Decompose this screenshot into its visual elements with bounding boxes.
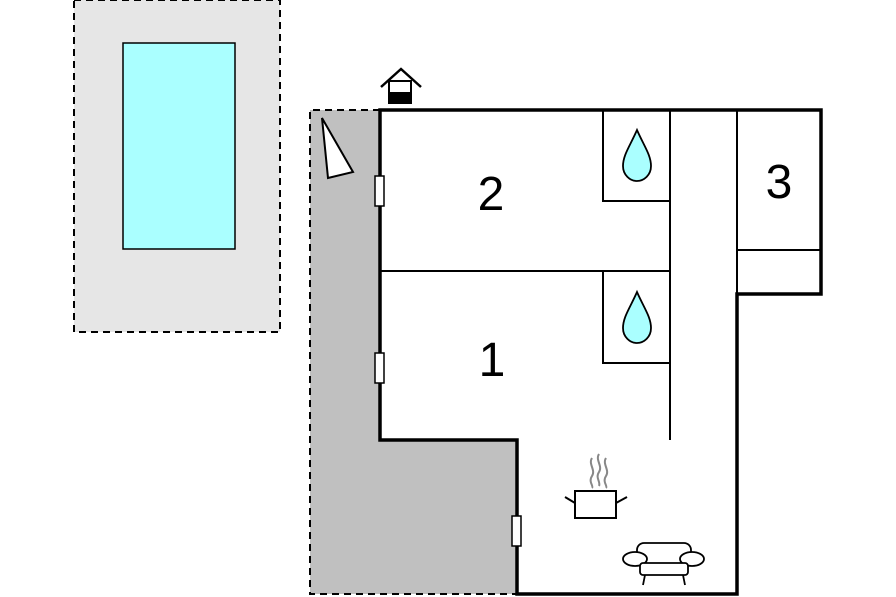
room-number-3: 3 bbox=[766, 156, 793, 209]
terrace-outline bbox=[309, 109, 517, 595]
window bbox=[511, 515, 522, 547]
window bbox=[374, 175, 385, 207]
water-drop-icon bbox=[622, 289, 652, 344]
water-drop-icon bbox=[622, 127, 652, 182]
swimming-pool bbox=[122, 42, 236, 250]
windows bbox=[374, 175, 522, 547]
pool-area bbox=[73, 0, 281, 333]
room-number-1: 1 bbox=[479, 334, 506, 387]
cooking-pot-icon bbox=[564, 453, 628, 519]
sun-shade-icon bbox=[321, 117, 355, 180]
window bbox=[374, 352, 385, 384]
sofa-icon bbox=[622, 542, 705, 586]
exterior-walls bbox=[378, 108, 823, 596]
terrace-area bbox=[310, 110, 517, 594]
room-number-2: 2 bbox=[478, 168, 505, 221]
terrace bbox=[309, 109, 517, 595]
house-entrance-icon bbox=[380, 67, 422, 104]
